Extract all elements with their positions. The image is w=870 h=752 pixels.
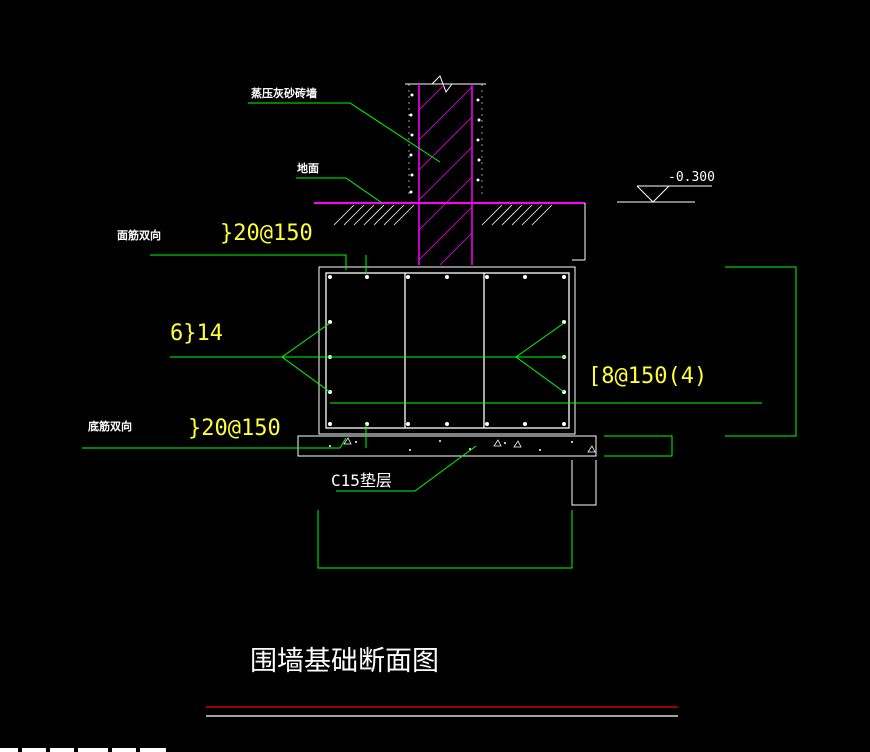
main-rebar-spec: 6}14 — [170, 321, 223, 346]
bottom-rebar-spec: }20@150 — [188, 416, 281, 441]
top-rebar-spec: }20@150 — [220, 221, 313, 246]
c15-cushion — [297, 435, 597, 457]
leader-lines — [82, 102, 797, 569]
elevation-mark: -0.300 — [617, 170, 715, 203]
ground-line — [314, 202, 586, 261]
drawing-title: 围墙基础断面图 — [250, 646, 439, 677]
top-rebar-label: 面筋双向 — [117, 228, 161, 242]
stirrup-spec: [8@150(4) — [588, 364, 707, 389]
ground-label: 地面 — [297, 161, 319, 175]
elevation-label: -0.300 — [668, 170, 715, 185]
foundation-beam — [318, 266, 576, 435]
masonry-wall — [405, 75, 486, 266]
bottom-left-tabs — [0, 748, 166, 752]
bottom-rebar-label: 底筋双向 — [88, 419, 132, 433]
wall-label: 蒸压灰砂砖墙 — [251, 86, 317, 100]
cushion-label: C15垫层 — [331, 471, 392, 490]
rebar-dots — [328, 275, 566, 426]
